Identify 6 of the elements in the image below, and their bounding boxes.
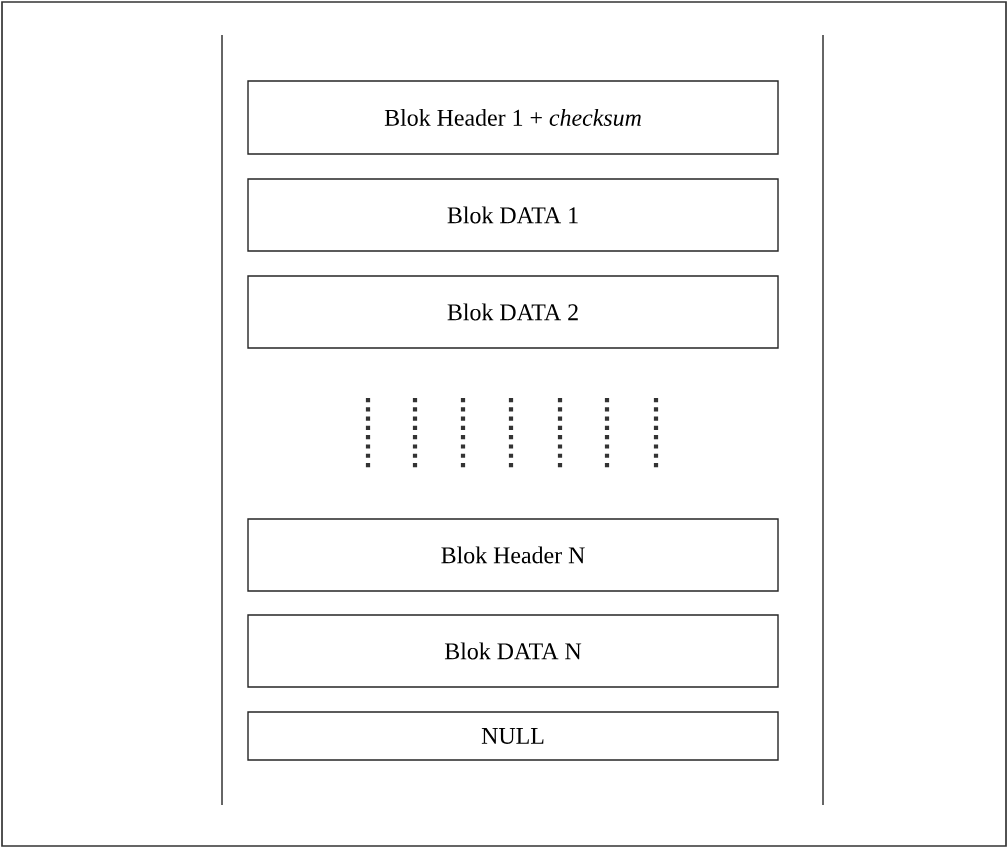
block-box: Blok Header N <box>247 518 779 592</box>
block-box: Blok DATA N <box>247 614 779 688</box>
block-box: Blok DATA 2 <box>247 275 779 349</box>
block-box: Blok DATA 1 <box>247 178 779 252</box>
block-box: NULL <box>247 711 779 761</box>
block-box: Blok Header 1 + checksum <box>247 80 779 155</box>
